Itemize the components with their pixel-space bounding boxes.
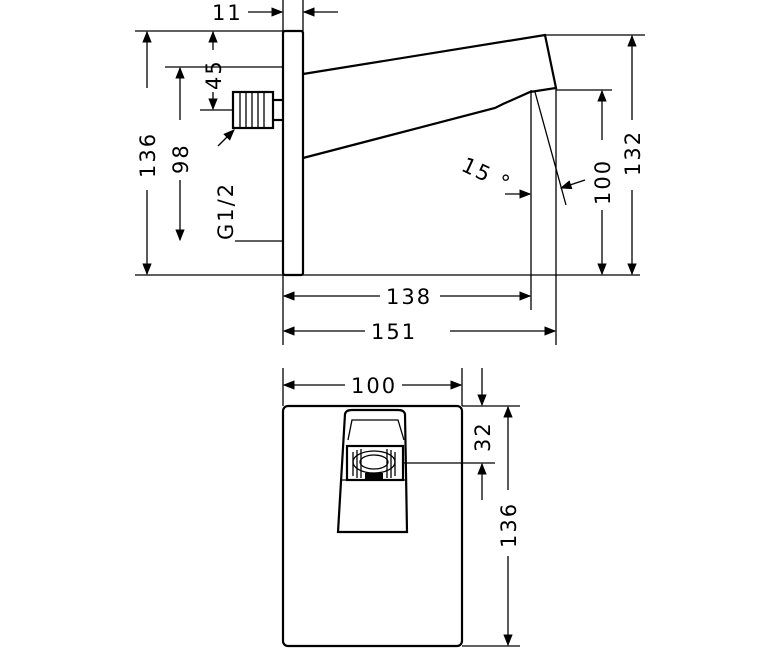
dim-100-side-label: 100 xyxy=(591,159,615,205)
dim-132-label: 132 xyxy=(621,130,645,176)
dim-138: 138 xyxy=(282,285,532,309)
dim-151-label: 151 xyxy=(371,320,417,344)
dim-100-front: 100 xyxy=(282,374,463,398)
dim-136-side-label: 136 xyxy=(136,132,160,178)
dim-angle-label: 15 ° xyxy=(458,153,515,197)
dim-136-front: 136 xyxy=(497,405,521,647)
spout-front xyxy=(336,408,409,534)
dim-138-label: 138 xyxy=(386,285,432,309)
dim-32-label: 32 xyxy=(471,421,495,452)
dim-98: 98 xyxy=(169,66,193,242)
dim-thread: G1/2 xyxy=(214,129,238,240)
side-view: 11 136 98 45 G1/2 132 xyxy=(135,0,645,345)
dim-136-front-label: 136 xyxy=(497,502,521,548)
dim-11: 11 xyxy=(212,1,338,25)
dim-100-side: 100 xyxy=(591,89,615,276)
dim-angle: 15 ° xyxy=(458,153,586,199)
g-connector xyxy=(231,90,283,130)
spout-body xyxy=(302,33,558,160)
dim-100-front-label: 100 xyxy=(351,374,397,398)
dim-98-label: 98 xyxy=(169,143,193,174)
dim-132: 132 xyxy=(621,34,645,276)
dim-151: 151 xyxy=(282,320,557,344)
dim-32: 32 xyxy=(471,368,495,500)
front-view: 100 32 136 xyxy=(281,368,521,648)
wall-plate xyxy=(281,29,305,277)
dim-45: 45 xyxy=(202,30,226,111)
dim-11-label: 11 xyxy=(212,1,243,25)
dim-136-side: 136 xyxy=(136,30,160,276)
front-plate xyxy=(281,404,464,648)
dim-45-label: 45 xyxy=(202,59,226,90)
dim-thread-label: G1/2 xyxy=(214,182,238,240)
